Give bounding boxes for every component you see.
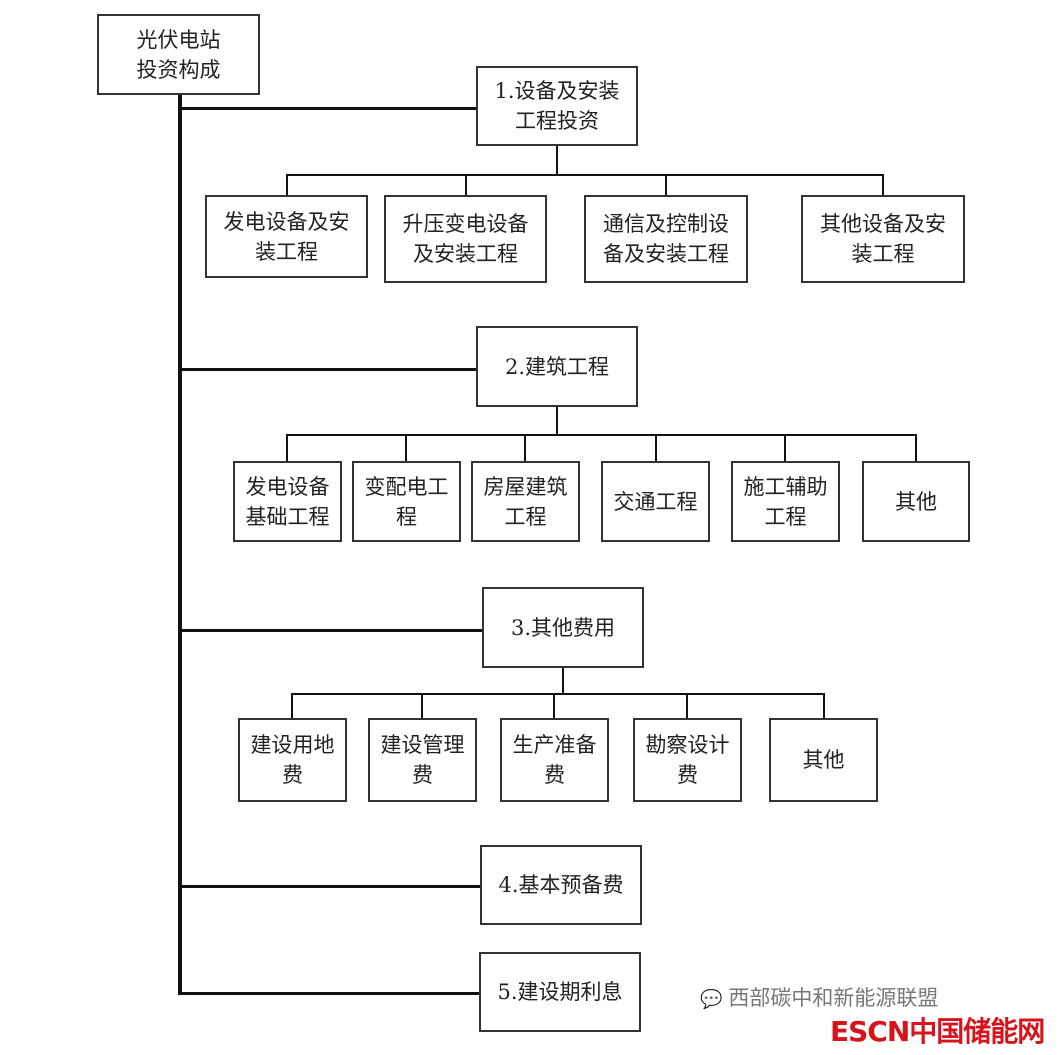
- connector: [556, 407, 558, 435]
- connector: [286, 434, 917, 436]
- label-line: 工程: [764, 504, 807, 529]
- label-line: 发电设备: [245, 474, 330, 499]
- label-line: 1.设备及安装: [494, 79, 620, 103]
- connector: [291, 693, 825, 695]
- label-line: 费: [544, 763, 565, 787]
- label-line: 费: [282, 763, 303, 787]
- category-2-node: 2.建筑工程: [476, 326, 638, 407]
- branch-line-3: [178, 629, 482, 632]
- connector: [562, 668, 564, 695]
- connector: [882, 174, 884, 195]
- category-3-node: 3.其他费用: [482, 587, 644, 668]
- child-node: 其他设备及安装工程: [801, 195, 965, 283]
- connector: [465, 174, 467, 195]
- label-line: 升压变电设备: [402, 212, 529, 236]
- wechat-account-name: 西部碳中和新能源联盟: [728, 986, 939, 1010]
- label-line: 费: [412, 763, 433, 787]
- connector: [421, 693, 423, 718]
- connector: [665, 174, 667, 195]
- connector: [291, 693, 293, 718]
- child-node: 其他: [769, 718, 878, 802]
- label-line: 程: [396, 504, 417, 529]
- label-line: 生产准备: [512, 733, 597, 757]
- category-5-node: 5.建设期利息: [479, 952, 641, 1032]
- connector: [286, 174, 884, 176]
- child-node: 建设用地费: [238, 718, 347, 802]
- label-line: 备及安装工程: [603, 242, 729, 266]
- branch-line-2: [178, 368, 476, 371]
- connector: [655, 434, 657, 461]
- label-line: 通信及控制设: [603, 212, 729, 236]
- child-node: 变配电工程: [352, 461, 461, 542]
- connector: [686, 693, 688, 718]
- label-line: 费: [677, 763, 698, 787]
- label-line: 3.其他费用: [510, 615, 616, 640]
- connector: [823, 693, 825, 718]
- label-line: 工程: [504, 504, 547, 529]
- category-1-node: 1.设备及安装 工程投资: [476, 66, 638, 146]
- escn-logo: ESCN中国储能网: [830, 1015, 1045, 1048]
- child-node: 发电设备及安装工程: [205, 195, 368, 278]
- root-line-2: 投资构成: [136, 57, 221, 82]
- label-line: 工程投资: [515, 109, 599, 133]
- label-line: 5.建设期利息: [497, 980, 623, 1004]
- child-node: 勘察设计费: [633, 718, 742, 802]
- connector: [405, 434, 407, 461]
- label-line: 其他: [802, 748, 845, 772]
- wechat-icon: 💬: [700, 989, 723, 1010]
- child-node: 生产准备费: [500, 718, 609, 802]
- child-node: 建设管理费: [368, 718, 477, 802]
- child-node: 其他: [862, 461, 970, 542]
- child-node: 发电设备基础工程: [233, 461, 342, 542]
- label-line: 其他: [895, 489, 937, 514]
- label-line: 其他设备及安: [820, 212, 946, 236]
- label-line: 及安装工程: [413, 242, 518, 266]
- label-line: 2.建筑工程: [504, 354, 610, 379]
- label-line: 基础工程: [245, 504, 330, 529]
- label-line: 建设管理: [380, 733, 465, 757]
- branch-line-4: [178, 885, 480, 888]
- root-line-1: 光伏电站: [136, 27, 221, 52]
- connector: [915, 434, 917, 461]
- branch-line-5: [178, 992, 479, 995]
- trunk-line: [178, 95, 182, 995]
- label-line: 装工程: [851, 242, 915, 266]
- child-node: 施工辅助工程: [731, 461, 840, 542]
- connector: [286, 434, 288, 461]
- label-line: 勘察设计: [645, 733, 730, 757]
- category-4-node: 4.基本预备费: [480, 845, 642, 925]
- connector: [286, 174, 288, 195]
- label-line: 发电设备及安: [223, 209, 350, 234]
- branch-line-1: [178, 107, 476, 110]
- wechat-watermark: 💬西部碳中和新能源联盟: [700, 982, 938, 1012]
- label-line: 4.基本预备费: [498, 873, 624, 897]
- root-node: 光伏电站 投资构成: [97, 14, 260, 95]
- connector: [553, 693, 555, 718]
- child-node: 通信及控制设备及安装工程: [584, 195, 748, 283]
- connector: [556, 146, 558, 176]
- label-line: 交通工程: [613, 489, 698, 514]
- label-line: 房屋建筑: [483, 474, 568, 499]
- label-line: 变配电工: [364, 474, 449, 499]
- label-line: 施工辅助: [743, 474, 828, 499]
- label-line: 建设用地: [250, 733, 335, 757]
- child-node: 交通工程: [601, 461, 710, 542]
- label-line: 装工程: [255, 239, 318, 264]
- connector: [784, 434, 786, 461]
- child-node: 升压变电设备及安装工程: [384, 195, 547, 283]
- child-node: 房屋建筑工程: [471, 461, 580, 542]
- connector: [524, 434, 526, 461]
